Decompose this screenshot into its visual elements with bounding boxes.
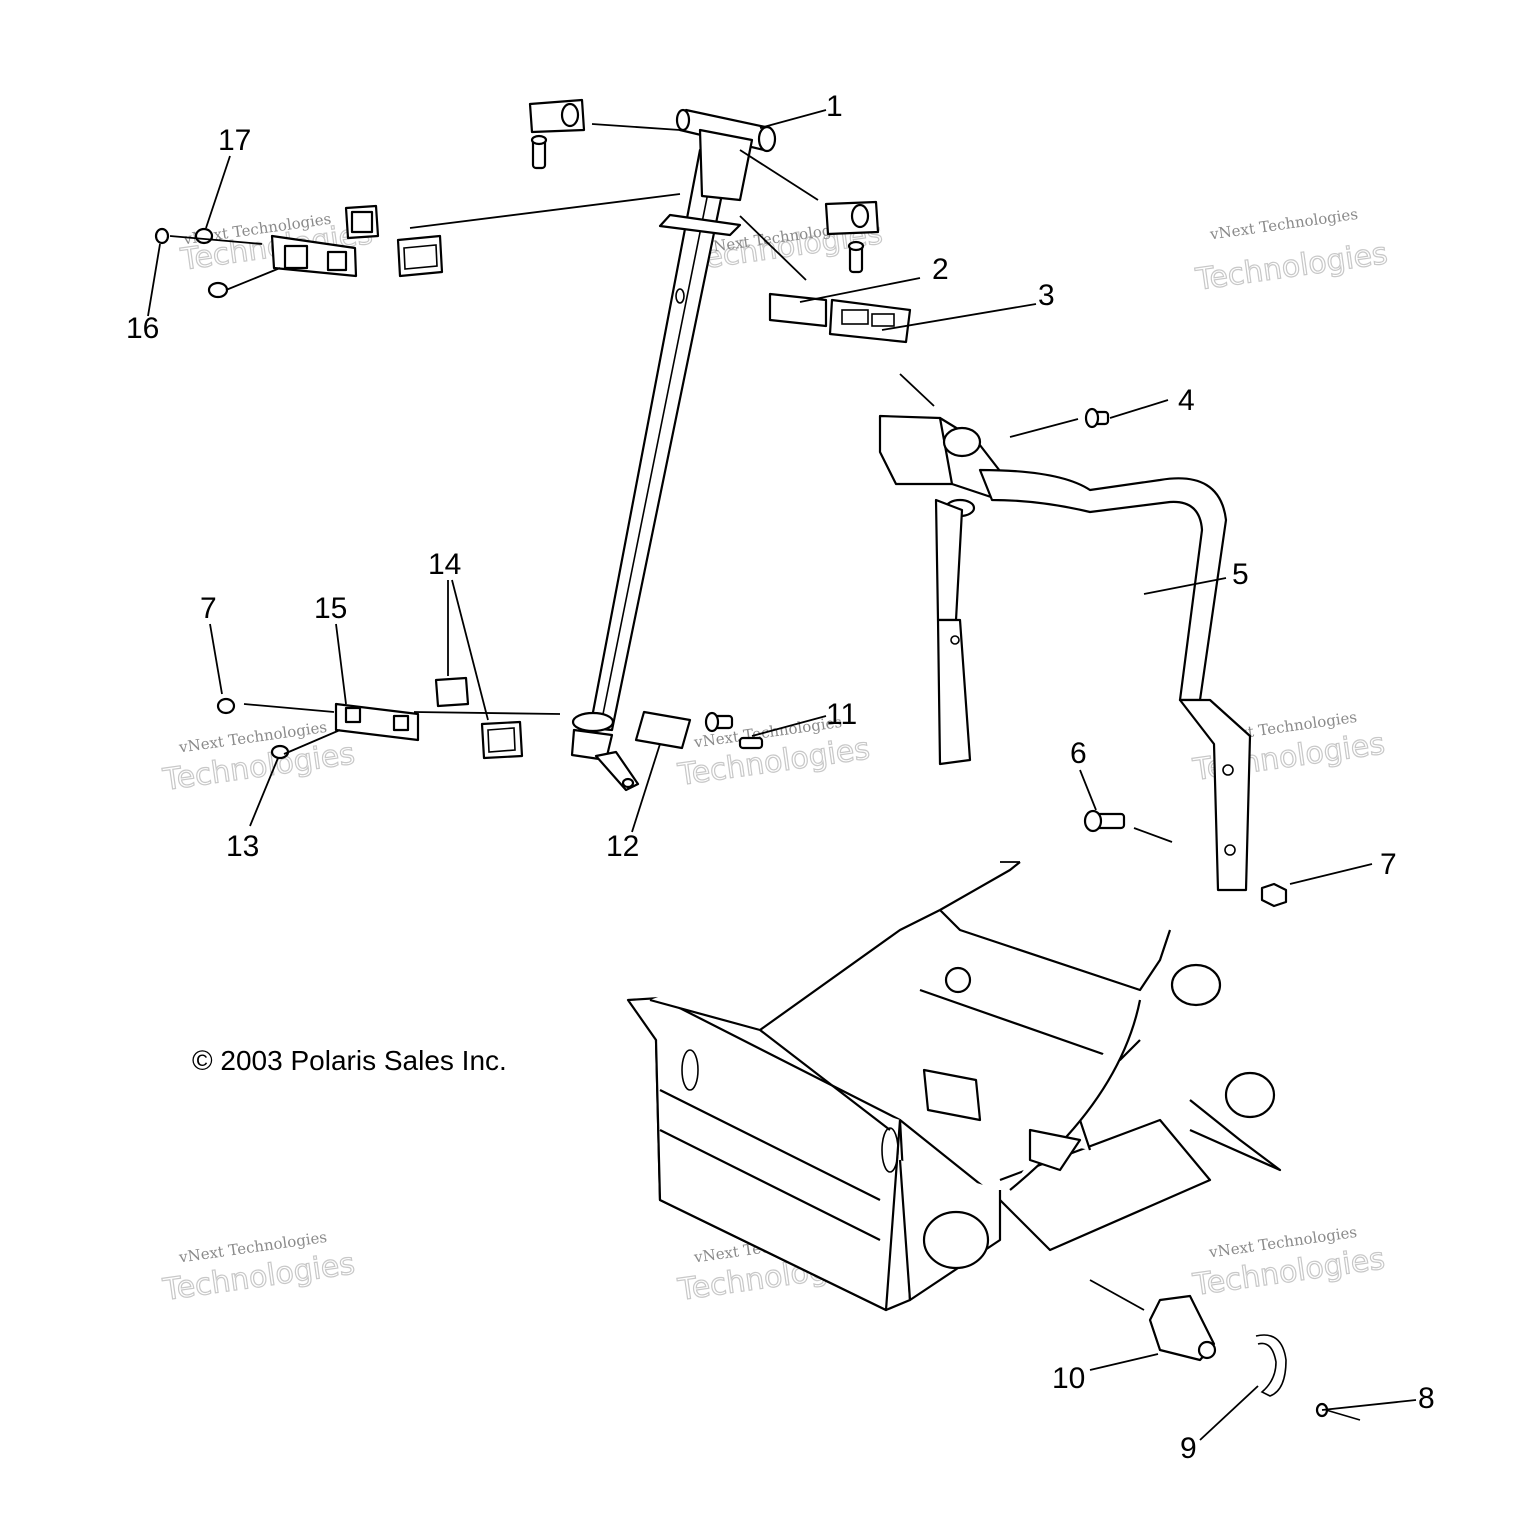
callouts: 1 2 3 4 5 6 7 7 8 9 10 11 12 13 14 15 16… [126, 90, 1435, 1465]
instrument-pod [828, 298, 912, 344]
upper-clamp-right [824, 200, 880, 274]
washer-13 [270, 744, 290, 760]
decal [768, 292, 828, 328]
upper-bushing-group [344, 204, 444, 278]
callout-14: 14 [428, 548, 461, 581]
copyright-notice: © 2003 Polaris Sales Inc. [192, 1045, 507, 1076]
chassis-frame [626, 861, 1282, 1312]
callout-16: 16 [126, 312, 159, 345]
callout-17: 17 [218, 124, 251, 157]
watermark-bottom-right: Technologies vNext Technologies [1190, 1223, 1388, 1304]
callout-8: 8 [1418, 1382, 1435, 1415]
lower-bracket [216, 697, 420, 760]
bolt-4 [1084, 407, 1110, 429]
nut-16 [154, 227, 170, 245]
callout-13: 13 [226, 830, 259, 863]
bolt-11 [704, 711, 764, 750]
watermark-mid-left: Technologies vNext Technologies [160, 718, 358, 799]
steering-support [878, 414, 1252, 892]
callout-9: 9 [1180, 1432, 1197, 1465]
svg-text:Technologies: Technologies [1193, 236, 1390, 298]
steering-post [570, 108, 777, 792]
upper-clamp-left [528, 98, 586, 170]
upper-bracket [154, 227, 358, 299]
watermark-top-right: Technologies vNext Technologies [1192, 205, 1390, 299]
callout-12: 12 [606, 830, 639, 863]
washer-17 [194, 227, 214, 245]
leader-lines [147, 109, 1417, 1441]
bolt-6 [1083, 809, 1126, 833]
callout-2: 2 [932, 253, 949, 286]
callout-15: 15 [314, 592, 347, 625]
callout-7-right: 7 [1380, 848, 1397, 881]
callout-11: 11 [826, 698, 857, 731]
callout-4: 4 [1178, 384, 1195, 417]
svg-text:vNext Technologies: vNext Technologies [1208, 205, 1359, 244]
callout-1: 1 [826, 90, 843, 123]
callout-3: 3 [1038, 279, 1055, 312]
plate-12 [634, 710, 692, 750]
nut-7-right [1260, 882, 1288, 908]
callout-10: 10 [1052, 1362, 1085, 1395]
watermark-bottom-left: Technologies vNext Technologies [160, 1228, 358, 1309]
lower-bushings [434, 676, 524, 760]
callout-6: 6 [1070, 737, 1087, 770]
nut-7-left [216, 697, 236, 715]
boot-10 [1148, 1294, 1217, 1362]
callout-7-left: 7 [200, 592, 217, 625]
retainer-9 [1255, 1334, 1287, 1397]
callout-5: 5 [1232, 558, 1249, 591]
